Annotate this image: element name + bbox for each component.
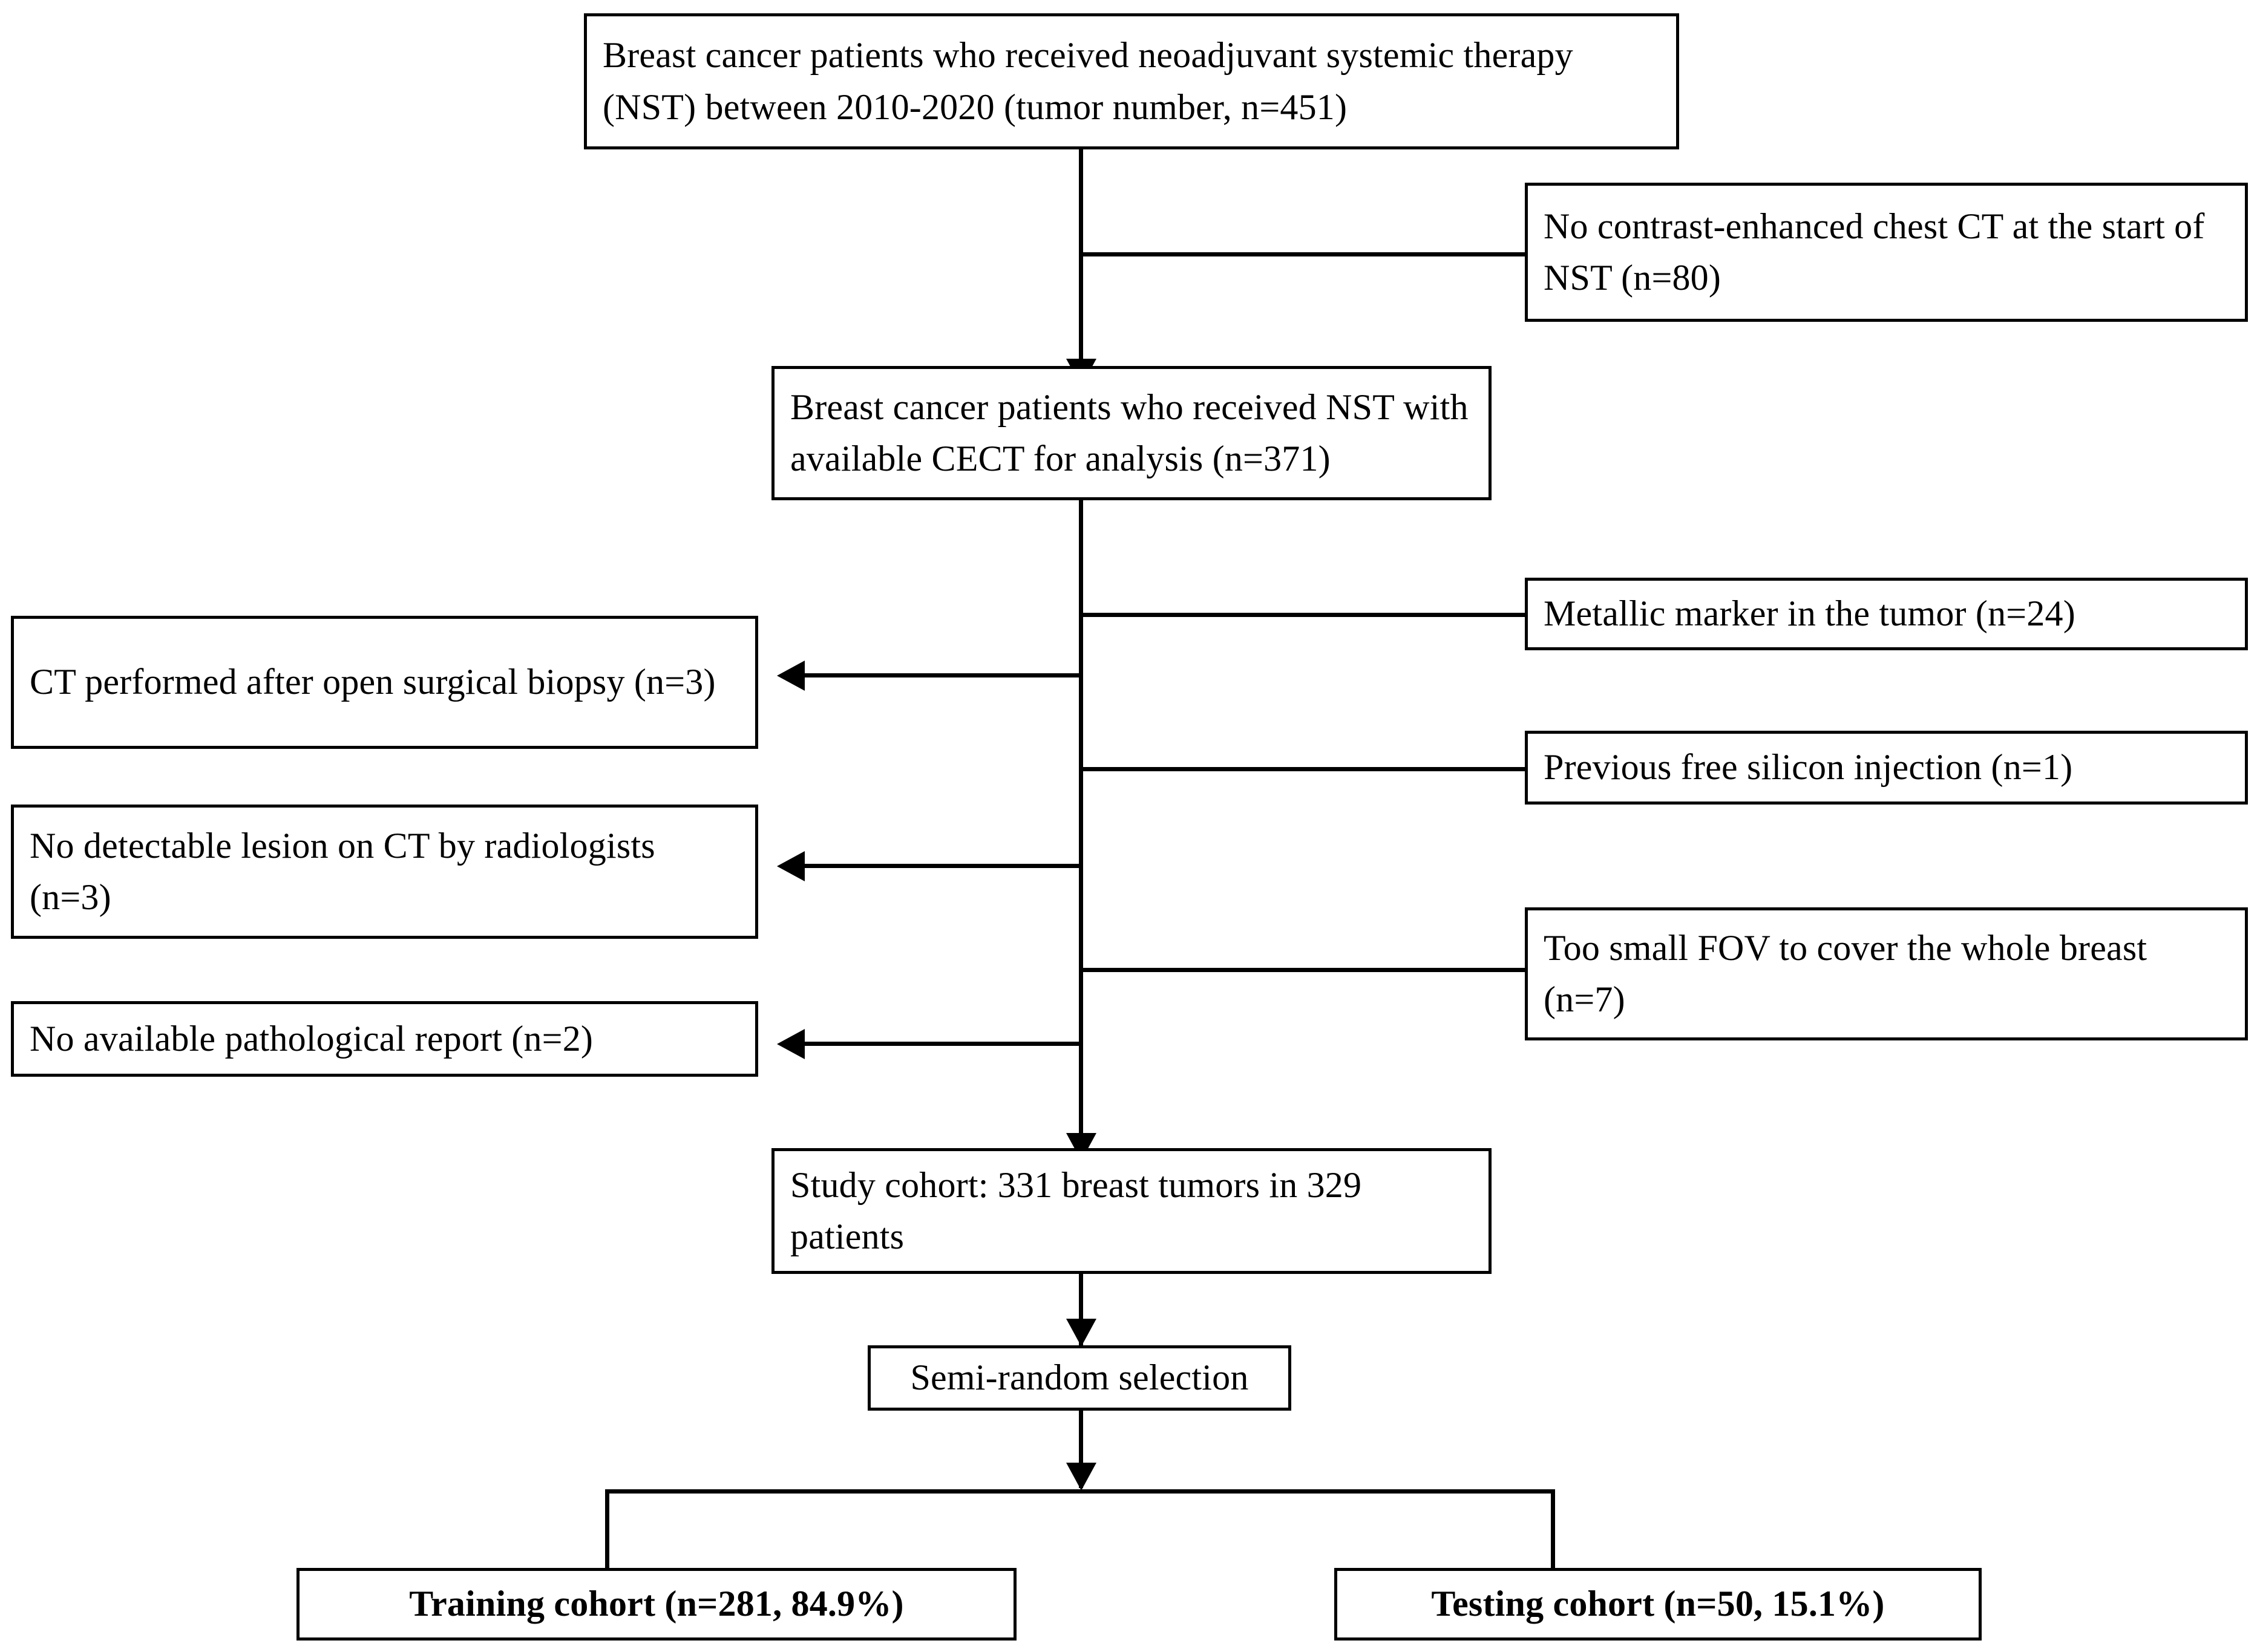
connector-cect-to-study: [1079, 500, 1083, 1159]
node-study-cohort-label: Study cohort: 331 breast tumors in 329 p…: [790, 1164, 1362, 1256]
exclusion-silicon-injection[interactable]: Previous free silicon injection (n=1): [1525, 731, 2248, 805]
node-training-cohort-label: Training cohort (n=281, 84.9%): [409, 1584, 904, 1624]
node-testing-cohort-label: Testing cohort (n=50, 15.1%): [1431, 1584, 1885, 1624]
arrowhead-to-no-lesion: [777, 851, 805, 881]
exclusion-no-cect[interactable]: No contrast-enhanced chest CT at the sta…: [1525, 183, 2248, 322]
connector-to-small-fov: [1081, 968, 1541, 972]
arrowhead-to-open-biopsy: [777, 661, 805, 691]
node-cect-available[interactable]: Breast cancer patients who received NST …: [771, 366, 1492, 500]
node-testing-cohort[interactable]: Testing cohort (n=50, 15.1%): [1334, 1568, 1982, 1641]
node-semi-random-selection[interactable]: Semi-random selection: [868, 1345, 1291, 1411]
arrowhead-to-split-bus: [1066, 1463, 1096, 1490]
connector-to-no-pathology: [805, 1042, 1083, 1046]
exclusion-no-cect-label: No contrast-enhanced chest CT at the sta…: [1544, 206, 2205, 298]
exclusion-no-lesion[interactable]: No detectable lesion on CT by radiologis…: [11, 805, 758, 939]
exclusion-small-fov[interactable]: Too small FOV to cover the whole breast …: [1525, 907, 2248, 1040]
exclusion-no-pathology-label: No available pathological report (n=2): [30, 1018, 594, 1059]
connector-enrolled-to-cect: [1079, 148, 1083, 384]
node-cect-available-label: Breast cancer patients who received NST …: [790, 387, 1469, 478]
exclusion-open-biopsy-label: CT performed after open surgical biopsy …: [30, 662, 716, 702]
connector-to-metallic-marker: [1081, 613, 1541, 617]
connector-semirandom-to-split: [1079, 1409, 1083, 1488]
exclusion-small-fov-label: Too small FOV to cover the whole breast …: [1544, 927, 2147, 1019]
exclusion-silicon-injection-label: Previous free silicon injection (n=1): [1544, 747, 2073, 788]
connector-split-to-testing: [1551, 1489, 1555, 1569]
exclusion-metallic-marker-label: Metallic marker in the tumor (n=24): [1544, 593, 2075, 634]
arrowhead-to-semirandom: [1066, 1319, 1096, 1347]
exclusion-no-pathology[interactable]: No available pathological report (n=2): [11, 1001, 758, 1077]
connector-to-no-lesion: [805, 864, 1083, 868]
connector-to-open-biopsy: [805, 673, 1083, 677]
node-semi-random-selection-label: Semi-random selection: [910, 1357, 1249, 1398]
exclusion-metallic-marker[interactable]: Metallic marker in the tumor (n=24): [1525, 578, 2248, 650]
node-enrolled[interactable]: Breast cancer patients who received neoa…: [584, 13, 1679, 149]
split-bus-horizontal: [605, 1489, 1555, 1494]
connector-to-silicon-injection: [1081, 767, 1541, 771]
exclusion-open-biopsy[interactable]: CT performed after open surgical biopsy …: [11, 616, 758, 749]
exclusion-no-lesion-label: No detectable lesion on CT by radiologis…: [30, 825, 655, 917]
connector-study-to-semirandom: [1079, 1273, 1083, 1346]
node-enrolled-label: Breast cancer patients who received neoa…: [603, 35, 1573, 127]
arrowhead-to-no-pathology: [777, 1029, 805, 1059]
node-study-cohort[interactable]: Study cohort: 331 breast tumors in 329 p…: [771, 1148, 1492, 1274]
node-training-cohort[interactable]: Training cohort (n=281, 84.9%): [296, 1568, 1017, 1641]
connector-split-to-training: [605, 1489, 609, 1569]
connector-to-no-cect: [1081, 252, 1541, 256]
